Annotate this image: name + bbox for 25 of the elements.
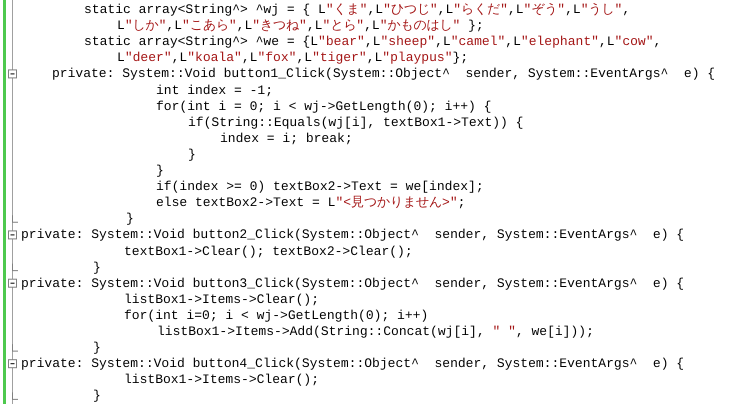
code-line: if(index >= 0) textBox2->Text = we[index]; — [156, 179, 484, 196]
code-line: } — [93, 388, 101, 404]
code-line: listBox1->Items->Clear(); — [124, 292, 320, 308]
code-line: L"しか",L"こあら",L"きつね",L"とら",L"かものはし" }; — [117, 18, 484, 34]
code-line: else textBox2->Text = L"<見つかりません>"; — [156, 195, 466, 212]
code-line: index = i; break; — [220, 130, 353, 147]
code-line: static array<String^> ^we = {L"bear",L"sheep",L"camel",L"elephant",L"cow", — [84, 34, 662, 50]
code-line: } — [93, 340, 101, 356]
code-line: private: System::Void button4_Click(System::Object^ sender, System::EventArgs^ e) { — [21, 356, 684, 372]
code-line: private: System::Void button1_Click(System::Object^ sender, System::EventArgs^ e) { — [52, 66, 716, 82]
code-line: for(int i=0; i < wj->GetLength(0); i++) — [124, 308, 428, 324]
code-line: } — [188, 146, 196, 163]
code-line: if(String::Equals(wj[i], textBox1->Text)) { — [188, 114, 524, 131]
code-line: L"deer",L"koala",L"fox",L"tiger",L"playpus"}; — [117, 50, 468, 66]
code-line: listBox1->Items->Clear(); — [124, 372, 320, 388]
code-line: } — [156, 163, 164, 179]
code-line: textBox1->Clear(); textBox2->Clear(); — [124, 244, 413, 260]
code-line: private: System::Void button2_Click(System::Object^ sender, System::EventArgs^ e) { — [21, 227, 684, 244]
code-line: for(int i = 0; i < wj->GetLength(0); i++) { — [156, 98, 492, 115]
code-line: static array<String^> ^wj = { L"くま",L"ひつじ",L"らくだ",L"ぞう",L"うし", — [84, 2, 630, 18]
code-line: } — [126, 211, 134, 228]
code-line: listBox1->Items->Add(String::Concat(wj[i], " ", we[i])); — [157, 324, 594, 340]
code-line: private: System::Void button3_Click(System::Object^ sender, System::EventArgs^ e) { — [21, 276, 684, 292]
code-line: int index = -1; — [156, 82, 274, 98]
code-line: } — [93, 260, 101, 276]
